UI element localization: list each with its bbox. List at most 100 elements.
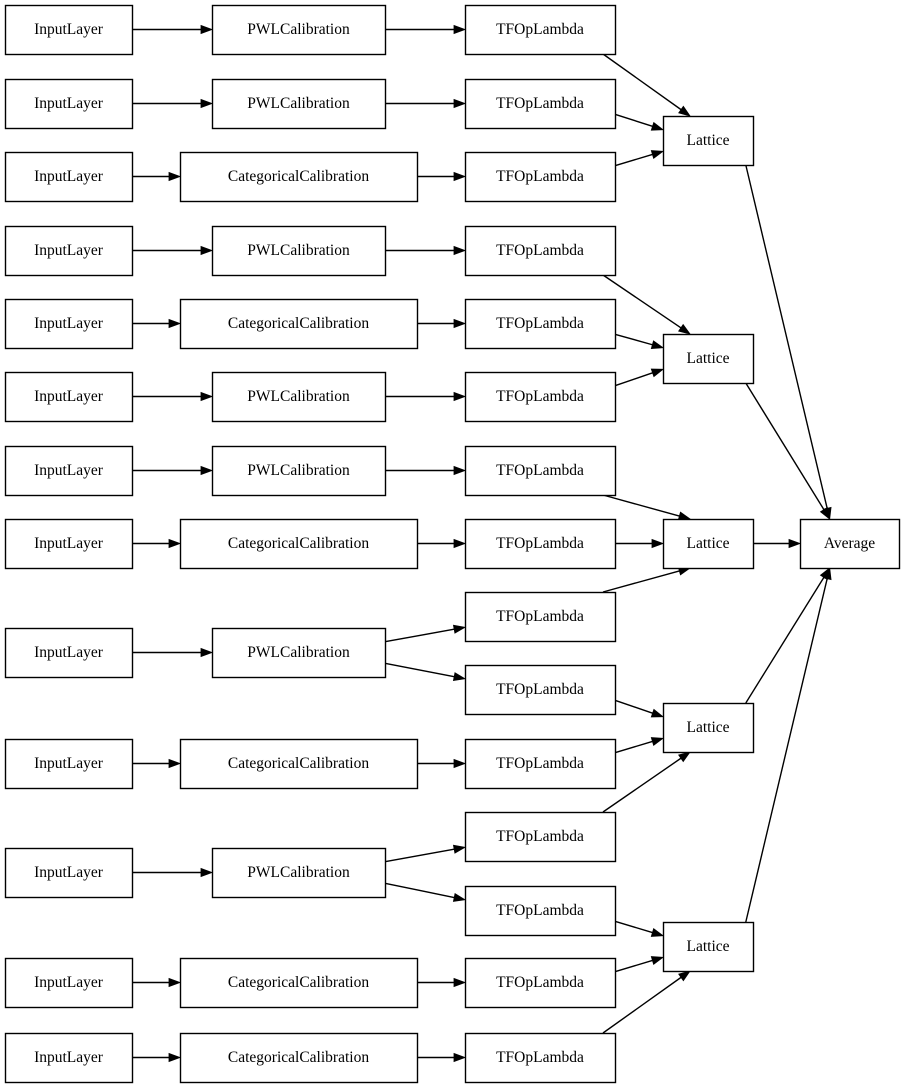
node-rect[interactable] bbox=[211, 627, 387, 679]
node-input-layer-in10[interactable]: InputLayer bbox=[4, 738, 134, 790]
node-rect[interactable] bbox=[464, 371, 617, 423]
node-rect[interactable] bbox=[464, 957, 617, 1009]
arrowhead-icon bbox=[453, 758, 467, 769]
node-rect[interactable] bbox=[179, 738, 419, 790]
node-categorical-calibration-cal12[interactable]: CategoricalCalibration bbox=[179, 957, 419, 1009]
node-pwlcalibration-cal7[interactable]: PWLCalibration bbox=[211, 445, 387, 497]
node-rect[interactable] bbox=[4, 518, 134, 570]
node-input-layer-in11[interactable]: InputLayer bbox=[4, 847, 134, 899]
node-average-avg[interactable]: Average bbox=[799, 518, 901, 570]
node-categorical-calibration-cal5[interactable]: CategoricalCalibration bbox=[179, 298, 419, 350]
node-lattice-lat5[interactable]: Lattice bbox=[662, 921, 755, 973]
node-rect[interactable] bbox=[4, 151, 134, 203]
node-rect[interactable] bbox=[464, 885, 617, 937]
node-rect[interactable] bbox=[179, 298, 419, 350]
node-rect[interactable] bbox=[4, 371, 134, 423]
node-tfop-lambda-lam7[interactable]: TFOpLambda bbox=[464, 445, 617, 497]
node-rect[interactable] bbox=[4, 4, 134, 56]
node-pwlcalibration-cal6[interactable]: PWLCalibration bbox=[211, 371, 387, 423]
node-rect[interactable] bbox=[4, 847, 134, 899]
node-rect[interactable] bbox=[662, 921, 755, 973]
node-input-layer-in6[interactable]: InputLayer bbox=[4, 371, 134, 423]
node-tfop-lambda-lam14[interactable]: TFOpLambda bbox=[464, 957, 617, 1009]
node-tfop-lambda-lam15[interactable]: TFOpLambda bbox=[464, 1032, 617, 1084]
node-tfop-lambda-lam8[interactable]: TFOpLambda bbox=[464, 518, 617, 570]
node-rect[interactable] bbox=[464, 518, 617, 570]
node-categorical-calibration-cal13[interactable]: CategoricalCalibration bbox=[179, 1032, 419, 1084]
node-rect[interactable] bbox=[179, 151, 419, 203]
node-tfop-lambda-lam9[interactable]: TFOpLambda bbox=[464, 591, 617, 643]
node-rect[interactable] bbox=[464, 151, 617, 203]
node-tfop-lambda-lam6[interactable]: TFOpLambda bbox=[464, 371, 617, 423]
node-rect[interactable] bbox=[4, 298, 134, 350]
node-tfop-lambda-lam3[interactable]: TFOpLambda bbox=[464, 151, 617, 203]
node-input-layer-in12[interactable]: InputLayer bbox=[4, 957, 134, 1009]
node-categorical-calibration-cal3[interactable]: CategoricalCalibration bbox=[179, 151, 419, 203]
node-rect[interactable] bbox=[179, 1032, 419, 1084]
node-pwlcalibration-cal1[interactable]: PWLCalibration bbox=[211, 4, 387, 56]
node-rect[interactable] bbox=[464, 298, 617, 350]
node-tfop-lambda-lam2[interactable]: TFOpLambda bbox=[464, 78, 617, 130]
node-rect[interactable] bbox=[464, 591, 617, 643]
node-rect[interactable] bbox=[464, 738, 617, 790]
node-tfop-lambda-lam5[interactable]: TFOpLambda bbox=[464, 298, 617, 350]
node-rect[interactable] bbox=[464, 664, 617, 716]
arrowhead-icon bbox=[678, 970, 691, 982]
node-rect[interactable] bbox=[211, 78, 387, 130]
node-rect[interactable] bbox=[211, 371, 387, 423]
node-rect[interactable] bbox=[179, 957, 419, 1009]
node-rect[interactable] bbox=[4, 445, 134, 497]
node-input-layer-in5[interactable]: InputLayer bbox=[4, 298, 134, 350]
node-rect[interactable] bbox=[4, 78, 134, 130]
node-rect[interactable] bbox=[662, 518, 755, 570]
node-lattice-lat1[interactable]: Lattice bbox=[662, 115, 755, 167]
node-input-layer-in4[interactable]: InputLayer bbox=[4, 225, 134, 277]
node-rect[interactable] bbox=[179, 518, 419, 570]
node-tfop-lambda-lam1[interactable]: TFOpLambda bbox=[464, 4, 617, 56]
node-categorical-calibration-cal8[interactable]: CategoricalCalibration bbox=[179, 518, 419, 570]
edge-cal4-to-lam4 bbox=[385, 245, 467, 256]
node-lattice-lat3[interactable]: Lattice bbox=[662, 518, 755, 570]
node-input-layer-in7[interactable]: InputLayer bbox=[4, 445, 134, 497]
node-rect[interactable] bbox=[464, 78, 617, 130]
node-tfop-lambda-lam12[interactable]: TFOpLambda bbox=[464, 811, 617, 863]
node-pwlcalibration-cal4[interactable]: PWLCalibration bbox=[211, 225, 387, 277]
node-rect[interactable] bbox=[4, 225, 134, 277]
node-pwlcalibration-cal9[interactable]: PWLCalibration bbox=[211, 627, 387, 679]
node-categorical-calibration-cal10[interactable]: CategoricalCalibration bbox=[179, 738, 419, 790]
node-rect[interactable] bbox=[464, 1032, 617, 1084]
node-label: InputLayer bbox=[34, 388, 104, 405]
node-input-layer-in9[interactable]: InputLayer bbox=[4, 627, 134, 679]
node-rect[interactable] bbox=[211, 4, 387, 56]
node-tfop-lambda-lam10[interactable]: TFOpLambda bbox=[464, 664, 617, 716]
node-rect[interactable] bbox=[4, 627, 134, 679]
node-rect[interactable] bbox=[4, 957, 134, 1009]
node-rect[interactable] bbox=[211, 847, 387, 899]
node-lattice-lat4[interactable]: Lattice bbox=[662, 702, 755, 754]
node-rect[interactable] bbox=[662, 115, 755, 167]
node-rect[interactable] bbox=[4, 1032, 134, 1084]
node-input-layer-in2[interactable]: InputLayer bbox=[4, 78, 134, 130]
node-label: TFOpLambda bbox=[496, 95, 584, 112]
node-pwlcalibration-cal2[interactable]: PWLCalibration bbox=[211, 78, 387, 130]
node-rect[interactable] bbox=[799, 518, 901, 570]
node-pwlcalibration-cal11[interactable]: PWLCalibration bbox=[211, 847, 387, 899]
node-tfop-lambda-lam4[interactable]: TFOpLambda bbox=[464, 225, 617, 277]
node-rect[interactable] bbox=[464, 445, 617, 497]
node-rect[interactable] bbox=[464, 811, 617, 863]
node-rect[interactable] bbox=[464, 225, 617, 277]
node-rect[interactable] bbox=[211, 225, 387, 277]
node-input-layer-in1[interactable]: InputLayer bbox=[4, 4, 134, 56]
node-rect[interactable] bbox=[211, 445, 387, 497]
node-rect[interactable] bbox=[464, 4, 617, 56]
node-rect[interactable] bbox=[4, 738, 134, 790]
node-rect[interactable] bbox=[662, 333, 755, 385]
node-tfop-lambda-lam11[interactable]: TFOpLambda bbox=[464, 738, 617, 790]
node-tfop-lambda-lam13[interactable]: TFOpLambda bbox=[464, 885, 617, 937]
node-input-layer-in8[interactable]: InputLayer bbox=[4, 518, 134, 570]
node-input-layer-in3[interactable]: InputLayer bbox=[4, 151, 134, 203]
node-label: Average bbox=[824, 535, 875, 552]
node-lattice-lat2[interactable]: Lattice bbox=[662, 333, 755, 385]
node-rect[interactable] bbox=[662, 702, 755, 754]
node-input-layer-in13[interactable]: InputLayer bbox=[4, 1032, 134, 1084]
